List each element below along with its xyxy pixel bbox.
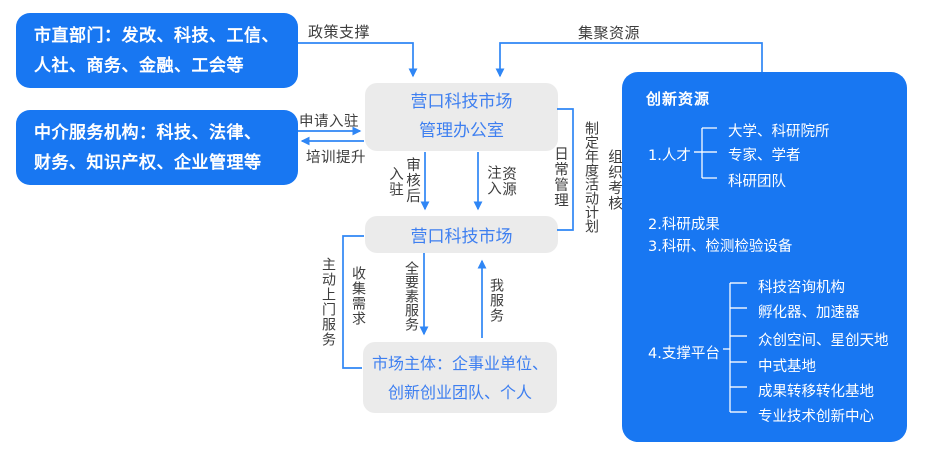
edge-label-gather-resources: 集聚资源 (578, 24, 641, 42)
panel-title: 创新资源 (646, 90, 711, 108)
node-tech-market: 营口科技市场 (365, 216, 558, 253)
node-intermediary-agencies: 中介服务机构：科技、法律、 财务、知识产权、企业管理等 (16, 110, 298, 185)
edge-label-collect-needs: 收集需求 (350, 266, 366, 326)
edge-label-move-in: 入驻 (387, 166, 403, 197)
edge-label-inject: 注入 (485, 165, 501, 196)
node-entities-line1: 市场主体：企事业单位、 (371, 353, 548, 373)
edge-label-resources: 资源 (500, 166, 516, 197)
edge-label-proactive-door-service: 主动上门服务 (320, 257, 336, 347)
node-agency-line1: 中介服务机构：科技、法律、 (34, 122, 262, 143)
panel-item-talent: 1.人才 (648, 148, 691, 164)
panel-talent-child-teams: 科研团队 (728, 174, 786, 190)
node-office-line2: 管理办公室 (419, 121, 504, 141)
edge-label-annual-activity-plan: 制定年度活动计划 (583, 121, 599, 233)
panel-talent-child-universities: 大学、科研院所 (728, 124, 830, 140)
panel-item-testing-equipment: 3.科研、检测检验设备 (648, 239, 793, 255)
panel-talent-child-experts: 专家、学者 (728, 148, 801, 164)
edge-label-training-improve: 培训提升 (306, 150, 366, 166)
node-gov-departments: 市直部门：发改、科技、工信、 人社、商务、金融、工会等 (16, 13, 298, 88)
node-management-office: 营口科技市场 管理办公室 (365, 83, 558, 151)
node-entities-line2: 创新创业团队、个人 (387, 382, 532, 402)
node-market-entities: 市场主体：企事业单位、 创新创业团队、个人 (363, 342, 557, 413)
panel-item-support-platform: 4.支撑平台 (648, 346, 720, 362)
edge-label-policy-support: 政策支撑 (308, 23, 371, 41)
node-office-line1: 营口科技市场 (410, 92, 513, 112)
edge-label-apply-entry: 申请入驻 (299, 114, 359, 130)
edge-label-full-factor-service: 全要素服务 (403, 261, 419, 331)
edge-label-after-review: 审核后 (404, 157, 420, 204)
panel-platform-child-innovation-center: 专业技术创新中心 (758, 409, 874, 425)
node-gov-line1: 市直部门：发改、科技、工信、 (34, 25, 279, 46)
panel-platform-child-makerspace: 众创空间、星创天地 (758, 333, 889, 349)
panel-platform-child-consulting: 科技咨询机构 (758, 280, 845, 296)
innovation-resources-panel: 创新资源 1.人才 大学、科研院所 专家、学者 科研团队 2.科研成果 3.科研… (622, 72, 907, 442)
edge-label-organize-assessment: 组织考核 (606, 149, 622, 211)
node-gov-line2: 人社、商务、金融、工会等 (34, 55, 244, 76)
panel-platform-child-pilot-base: 中式基地 (758, 359, 816, 375)
edge-policy-support-line (298, 42, 418, 78)
panel-item-research-results: 2.科研成果 (648, 217, 720, 233)
panel-platform-child-transfer-base: 成果转移转化基地 (758, 384, 874, 400)
edge-label-me-service: 我服务 (488, 278, 504, 323)
node-agency-line2: 财务、知识产权、企业管理等 (34, 152, 262, 173)
edge-label-daily-management: 日常管理 (552, 146, 568, 208)
panel-platform-child-incubators: 孵化器、加速器 (758, 305, 860, 321)
node-market-line1: 营口科技市场 (410, 227, 513, 247)
